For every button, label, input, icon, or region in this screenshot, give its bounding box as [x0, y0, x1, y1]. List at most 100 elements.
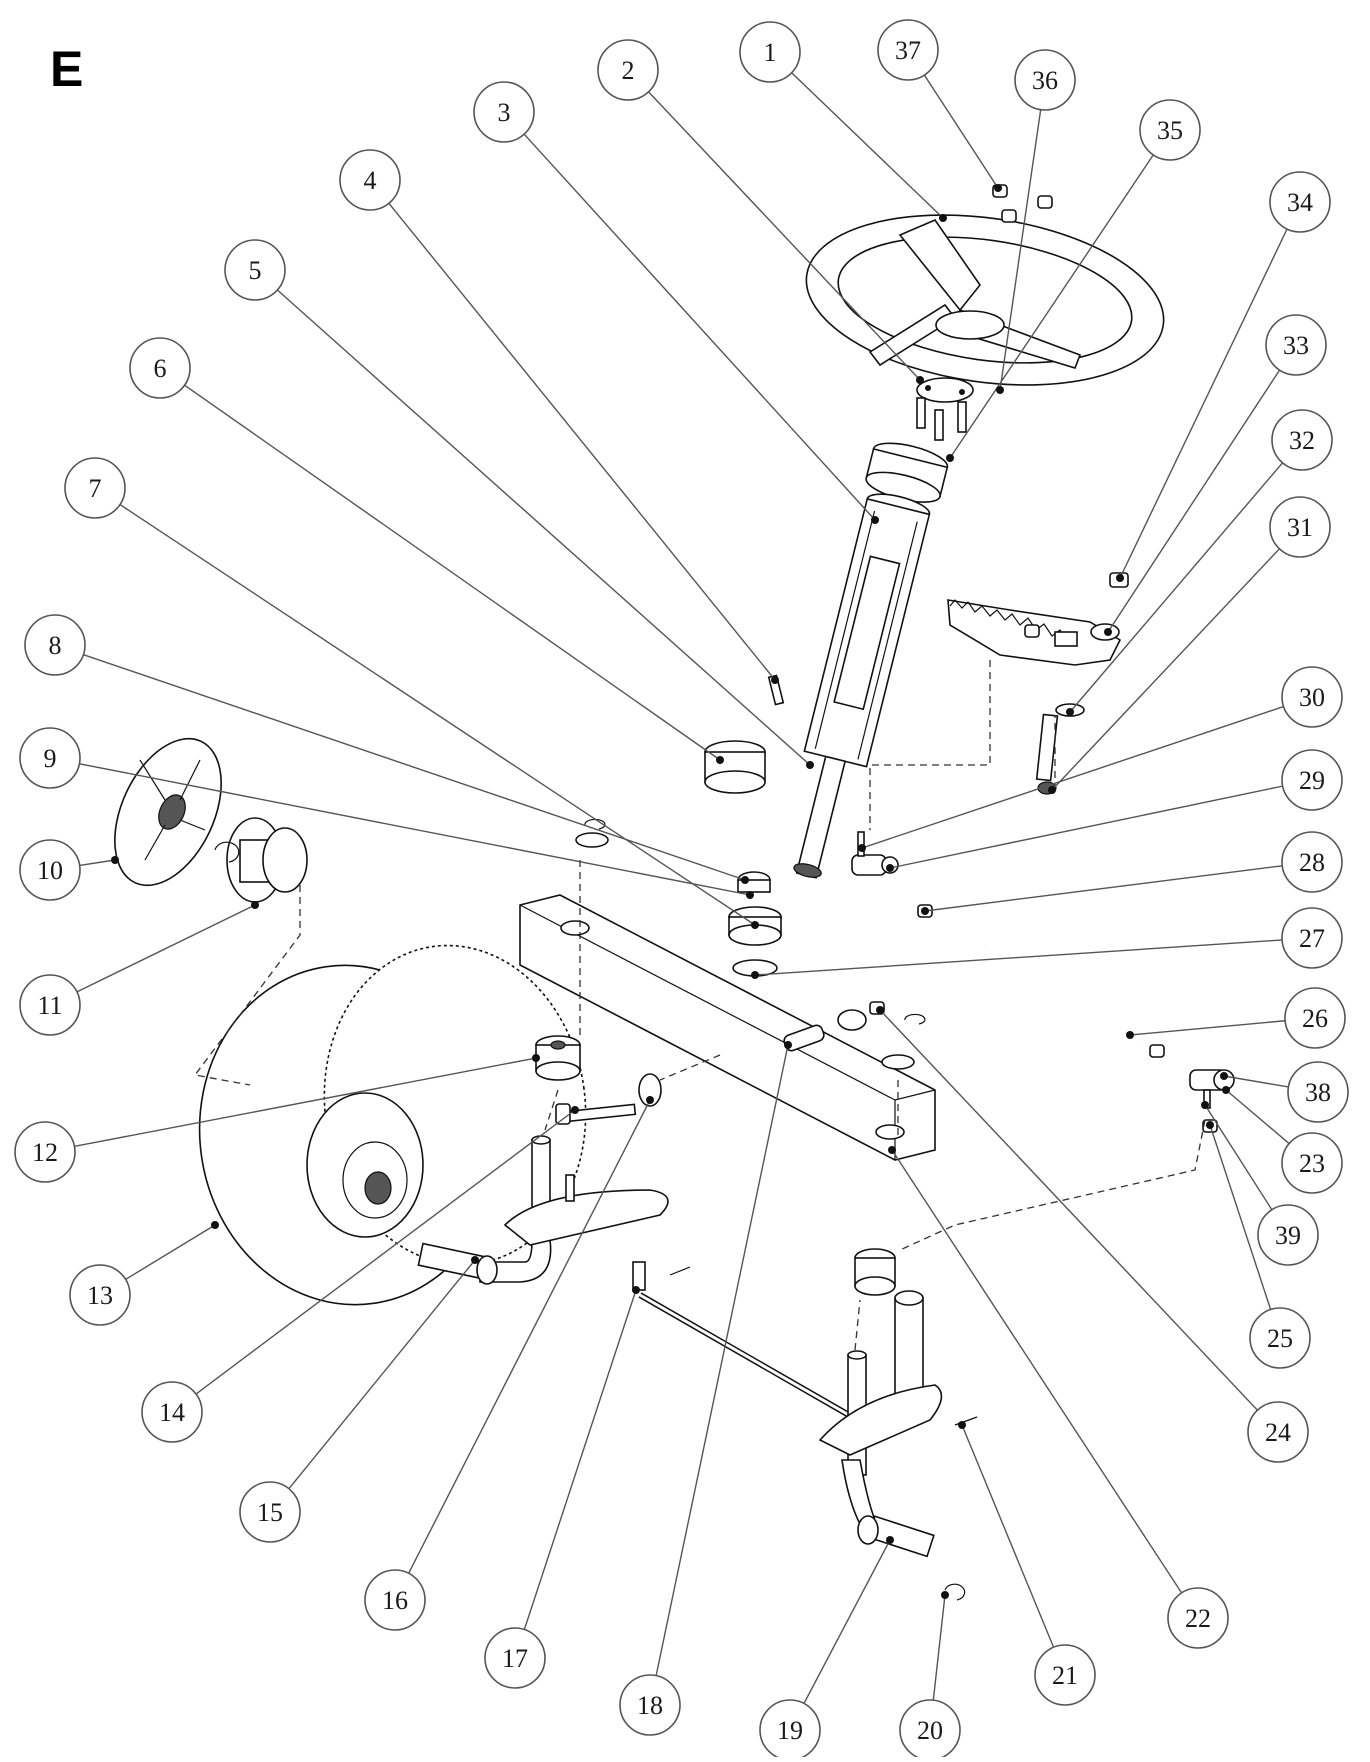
callout-number: 33: [1283, 331, 1309, 360]
right-spindle: [818, 1248, 943, 1558]
callout-bubble: [1284, 987, 1346, 1049]
callout-bubble: [484, 1627, 546, 1689]
callout-bubble: [364, 1569, 426, 1631]
leader-dot-4: [771, 676, 779, 684]
leader-dot-29: [886, 864, 894, 872]
callout-bubble: [1167, 1587, 1229, 1649]
leader-line-15: [288, 1259, 476, 1490]
callout-22: 22: [1167, 1587, 1229, 1649]
callout-number: 20: [917, 1716, 943, 1745]
callout-number: 1: [764, 38, 777, 67]
leader-dot-18: [784, 1041, 792, 1049]
callout-20: 20: [899, 1699, 961, 1761]
left-spindle: [417, 1135, 669, 1285]
callout-bubble: [239, 1481, 301, 1543]
callout-28: 28: [1281, 831, 1343, 893]
leader-line-35: [949, 154, 1154, 459]
callout-bubble: [14, 1121, 76, 1183]
sector-gear: [947, 599, 1122, 666]
leader-dot-2: [916, 376, 924, 384]
callout-bubble: [1281, 666, 1343, 728]
callout-number: 27: [1299, 924, 1325, 953]
leader-line-27: [754, 939, 1283, 976]
callout-bubble: [24, 614, 86, 676]
callout-number: 7: [89, 474, 102, 503]
leader-dot-6: [716, 756, 724, 764]
callout-1: 1: [739, 21, 801, 83]
nut-38: [1149, 1044, 1165, 1058]
leader-line-3: [523, 133, 876, 521]
callout-19: 19: [759, 1699, 821, 1761]
steering-wheel: [805, 214, 1165, 386]
leader-line-8: [83, 654, 746, 881]
leader-dot-22: [888, 1146, 896, 1154]
callout-number: 15: [257, 1498, 283, 1527]
callout-bubble: [619, 1674, 681, 1736]
leader-line-13: [125, 1224, 216, 1280]
callout-number: 28: [1299, 848, 1325, 877]
callout-13: 13: [69, 1264, 131, 1326]
callout-number: 13: [87, 1281, 113, 1310]
tire: [198, 944, 587, 1306]
leader-dot-8: [741, 876, 749, 884]
leader-line-9: [79, 763, 751, 896]
callout-number: 36: [1032, 66, 1058, 95]
leader-dot-30: [858, 844, 866, 852]
callout-2: 2: [597, 39, 659, 101]
bolt-31: [1035, 713, 1059, 795]
callout-bubble: [141, 1381, 203, 1443]
leader-dot-10: [111, 856, 119, 864]
callout-number: 31: [1287, 513, 1313, 542]
callout-18: 18: [619, 1674, 681, 1736]
callout-bubble: [1287, 1061, 1349, 1123]
callout-16: 16: [364, 1569, 426, 1631]
leader-line-14: [195, 1109, 576, 1395]
callout-bubble: [1281, 831, 1343, 893]
callout-37: 37: [877, 19, 939, 81]
callout-number: 18: [637, 1691, 663, 1720]
callout-14: 14: [141, 1381, 203, 1443]
circlip-20: [944, 1583, 966, 1601]
parts-artwork: [114, 184, 1235, 1601]
callout-number: 32: [1289, 426, 1315, 455]
callout-number: 16: [382, 1586, 408, 1615]
callout-number: 24: [1265, 1418, 1291, 1447]
ball-joint-30: [851, 831, 899, 876]
leader-dot-28: [921, 907, 929, 915]
leader-line-19: [803, 1539, 891, 1704]
leader-line-23: [1225, 1089, 1290, 1145]
callout-number: 35: [1157, 116, 1183, 145]
leader-dot-14: [571, 1106, 579, 1114]
callout-number: 26: [1302, 1004, 1328, 1033]
callout-7: 7: [64, 457, 126, 519]
callout-number: 9: [44, 744, 57, 773]
callout-bubble: [1139, 99, 1201, 161]
leader-line-22: [891, 1149, 1183, 1594]
callout-number: 12: [32, 1138, 58, 1167]
top-nuts: [992, 184, 1053, 223]
leader-line-10: [79, 859, 116, 867]
callout-bubble: [19, 839, 81, 901]
callout-bubble: [877, 19, 939, 81]
pinion-gear: [728, 871, 782, 977]
callout-bubble: [1247, 1401, 1309, 1463]
leader-line-16: [408, 1099, 651, 1574]
leader-line-1: [791, 72, 944, 219]
leader-dot-24: [876, 1006, 884, 1014]
assembly-line-spindle: [854, 1299, 861, 1351]
callout-bubble: [19, 974, 81, 1036]
leader-dot-32: [1066, 708, 1074, 716]
callout-33: 33: [1265, 314, 1327, 376]
leader-dot-35: [946, 454, 954, 462]
callout-29: 29: [1281, 749, 1343, 811]
callout-bubble: [1034, 1644, 1096, 1706]
leader-line-30: [861, 705, 1284, 849]
leader-dot-16: [646, 1096, 654, 1104]
callout-number: 4: [364, 166, 377, 195]
leader-dot-19: [886, 1536, 894, 1544]
callout-number: 21: [1052, 1661, 1078, 1690]
callout-9: 9: [19, 727, 81, 789]
leader-line-36: [999, 109, 1042, 391]
callout-15: 15: [239, 1481, 301, 1543]
